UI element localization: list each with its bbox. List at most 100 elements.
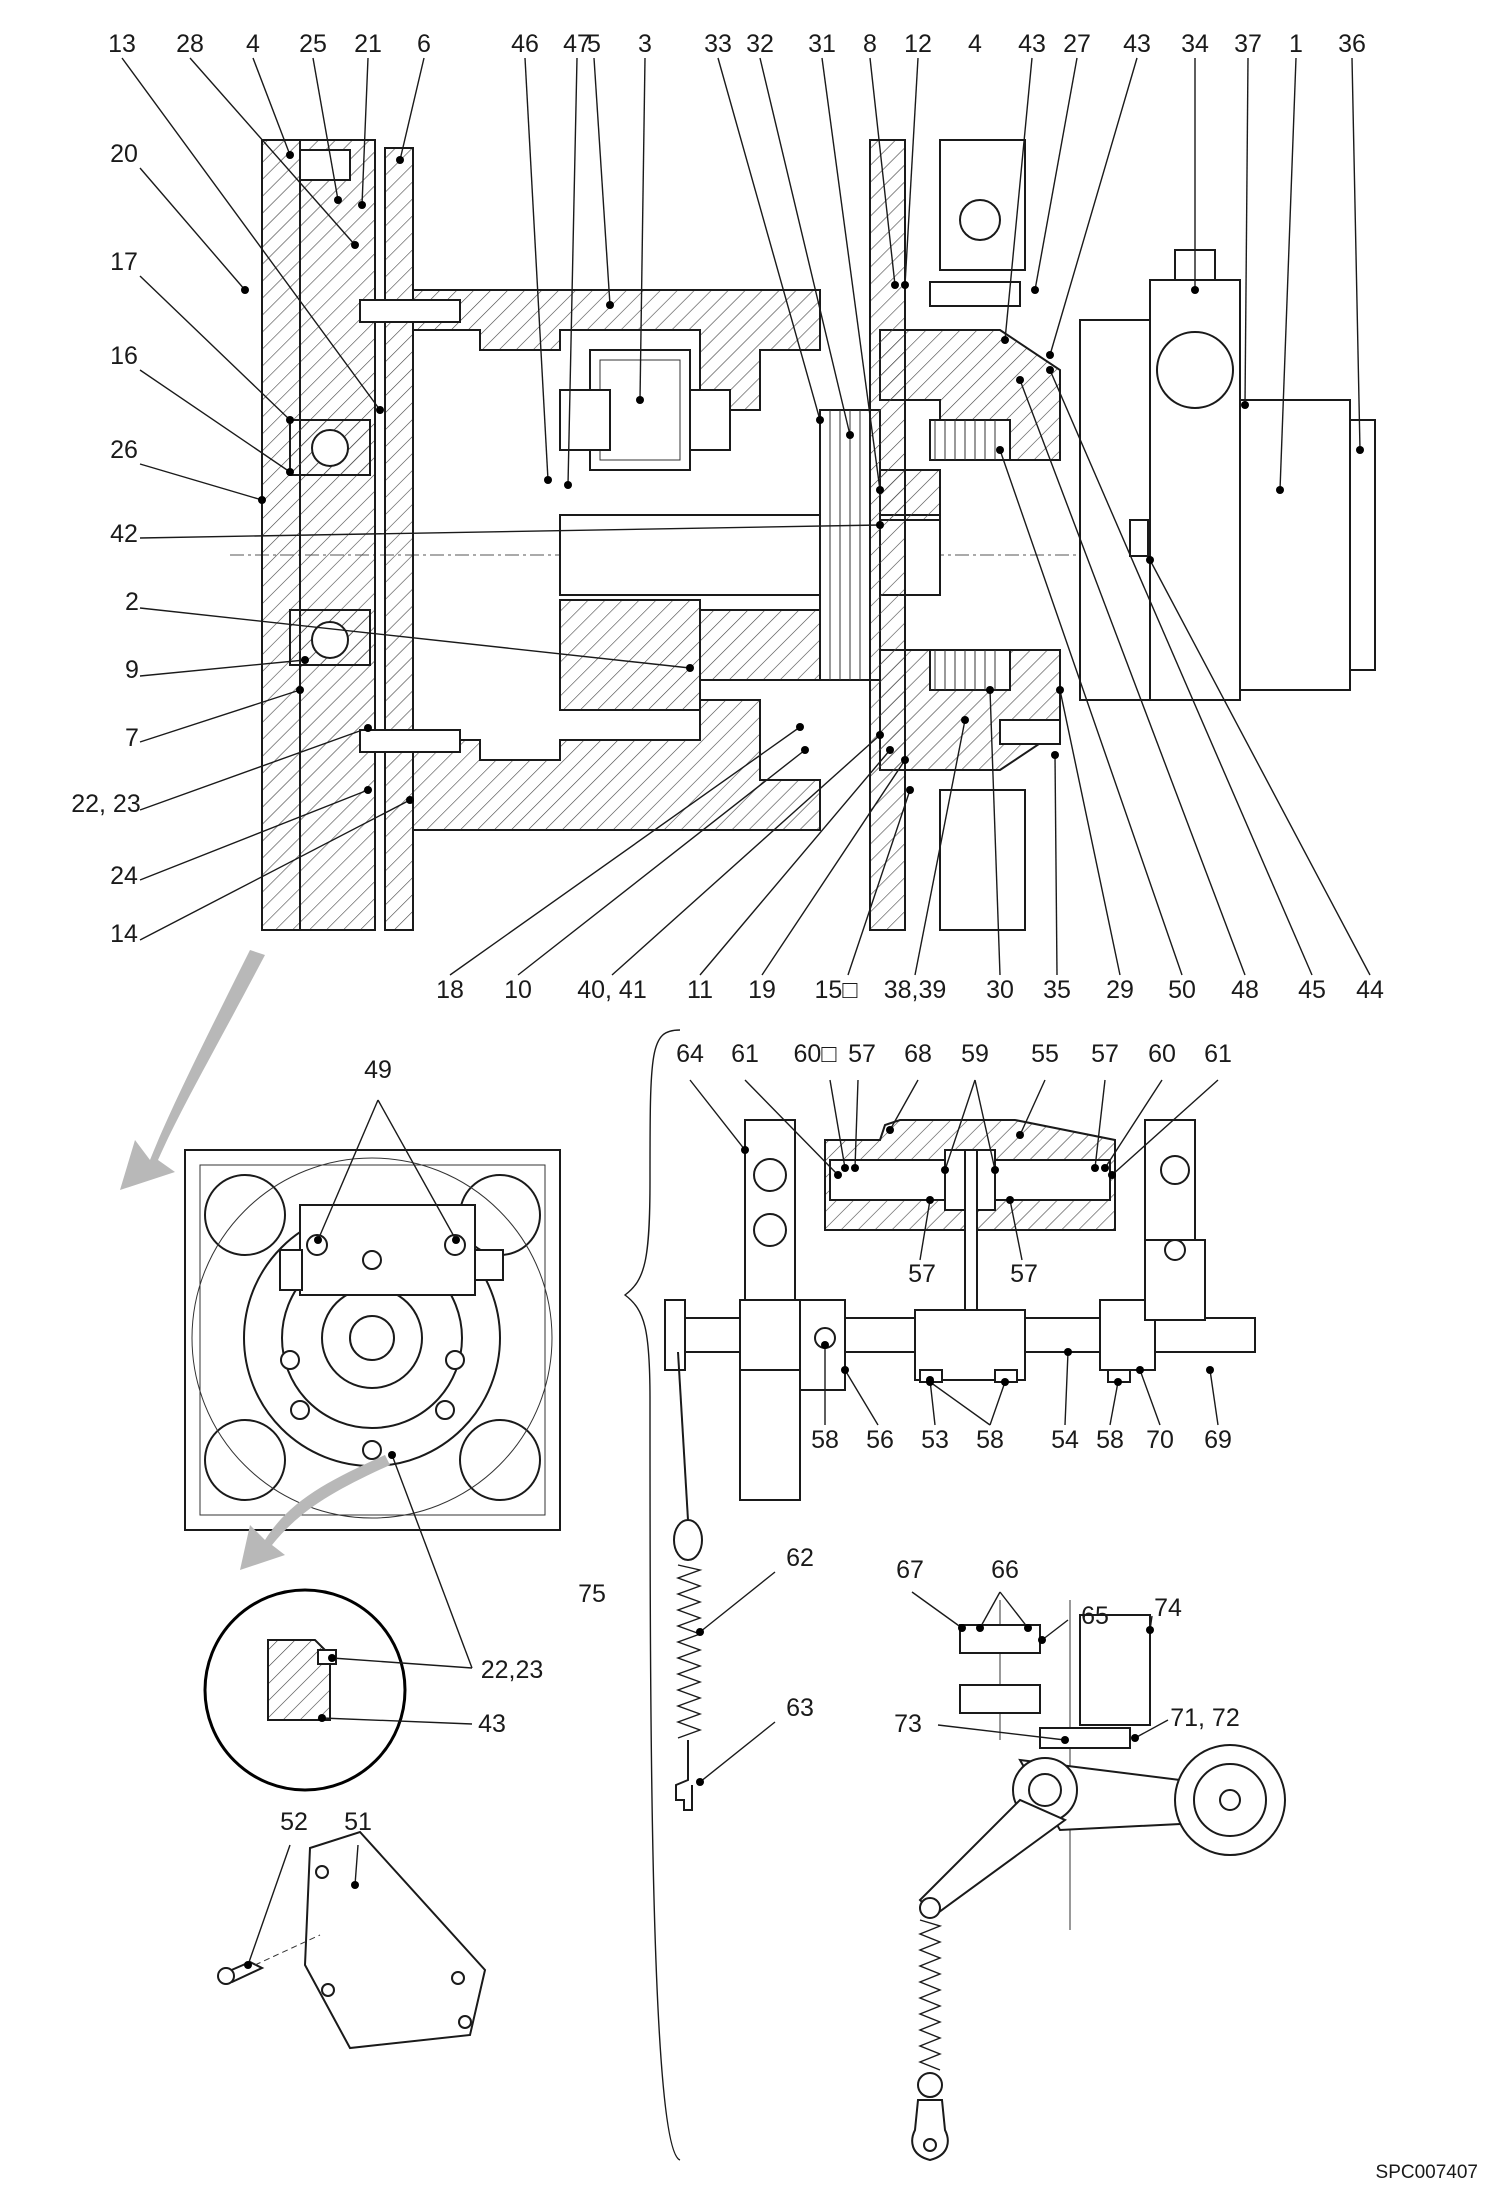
callout-label: 57 <box>848 1040 876 1068</box>
callout-label: 60□ <box>794 1040 838 1068</box>
spring-assembly <box>673 1351 703 1811</box>
callout-label: 69 <box>1204 1426 1232 1454</box>
callout-label: 13 <box>108 30 136 58</box>
callout-label: 57 <box>908 1260 936 1288</box>
callout-label: 67 <box>896 1556 924 1584</box>
callout-label: 55 <box>1031 1040 1059 1068</box>
document-code: SPC007407 <box>1376 2162 1478 2183</box>
callout-label: 44 <box>1356 976 1384 1004</box>
callout-label: 42 <box>110 520 138 548</box>
callout-label: 75 <box>578 1580 606 1608</box>
callout-label: 8 <box>863 30 877 58</box>
callout-label: 15□ <box>815 976 859 1004</box>
callout-label: 63 <box>786 1694 814 1722</box>
section-left-labels: 20 17 16 26 42 2 9 7 22, 23 24 14 <box>71 140 141 948</box>
callout-label: 40, 41 <box>577 976 647 1004</box>
front-leaders <box>314 1099 473 1725</box>
callout-label: 73 <box>894 1710 922 1738</box>
callout-label: 34 <box>1181 30 1209 58</box>
callout-label: 35 <box>1043 976 1071 1004</box>
roller-leaders <box>911 1591 1169 1744</box>
callout-label: 25 <box>299 30 327 58</box>
callout-label: 58 <box>1096 1426 1124 1454</box>
cover-leaders <box>244 1844 359 1969</box>
callout-label: 53 <box>921 1426 949 1454</box>
callout-label: 50 <box>1168 976 1196 1004</box>
callout-label: 58 <box>976 1426 1004 1454</box>
callout-label: 22, 23 <box>71 790 141 818</box>
callout-label: 4 <box>246 30 260 58</box>
spring-labels: 75 62 63 <box>578 1544 814 1722</box>
callout-label: 12 <box>904 30 932 58</box>
lever-top-labels: 64 61 60□ 57 68 59 55 57 60 61 <box>676 1040 1232 1068</box>
callout-label: 16 <box>110 342 138 370</box>
callout-label: 54 <box>1051 1426 1079 1454</box>
callout-label: 68 <box>904 1040 932 1068</box>
lever-mid-labels: 57 57 <box>908 1260 1038 1288</box>
callout-label: 26 <box>110 436 138 464</box>
callout-label: 38,39 <box>884 976 947 1004</box>
callout-label: 70 <box>1146 1426 1174 1454</box>
cover-labels: 52 51 <box>280 1808 372 1836</box>
lever-bottom-labels: 58 56 53 58 54 58 70 69 <box>811 1426 1232 1454</box>
lever-assembly <box>623 1029 1256 2161</box>
callout-label: 37 <box>1234 30 1262 58</box>
callout-label: 56 <box>866 1426 894 1454</box>
callout-label: 4 <box>968 30 982 58</box>
callout-label: 36 <box>1338 30 1366 58</box>
callout-label: 7 <box>125 724 139 752</box>
callout-label: 45 <box>1298 976 1326 1004</box>
callout-label: 31 <box>808 30 836 58</box>
callout-label: 52 <box>280 1808 308 1836</box>
spring-leaders <box>696 1571 776 1786</box>
callout-label: 58 <box>811 1426 839 1454</box>
callout-label: 43 <box>1123 30 1151 58</box>
callout-label: 33 <box>704 30 732 58</box>
callout-label: 61 <box>731 1040 759 1068</box>
section-view <box>230 139 1376 931</box>
callout-label: 47 <box>563 30 591 58</box>
callout-label: 19 <box>748 976 776 1004</box>
callout-label: 57 <box>1091 1040 1119 1068</box>
callout-label: 22,23 <box>481 1656 544 1684</box>
callout-label: 71, 72 <box>1170 1704 1240 1732</box>
callout-label: 11 <box>687 976 713 1004</box>
callout-label: 29 <box>1106 976 1134 1004</box>
section-bottom-labels: 18 10 40, 41 11 19 15□ 38,39 30 35 29 50… <box>436 976 1384 1004</box>
callout-label: 27 <box>1063 30 1091 58</box>
callout-label: 24 <box>110 862 138 890</box>
callout-label: 43 <box>1018 30 1046 58</box>
callout-label: 32 <box>746 30 774 58</box>
callout-label: 46 <box>511 30 539 58</box>
callout-label: 18 <box>436 976 464 1004</box>
callout-label: 30 <box>986 976 1014 1004</box>
callout-label: 6 <box>417 30 431 58</box>
callout-label: 59 <box>961 1040 989 1068</box>
roller-assembly <box>911 1600 1286 2162</box>
callout-label: 28 <box>176 30 204 58</box>
callout-label: 74 <box>1154 1594 1182 1622</box>
callout-label: 43 <box>478 1710 506 1738</box>
callout-label: 65 <box>1081 1602 1109 1630</box>
roller-labels: 67 66 65 74 73 71, 72 <box>894 1556 1240 1738</box>
callout-label: 51 <box>344 1808 372 1836</box>
callout-label: 64 <box>676 1040 704 1068</box>
callout-label: 10 <box>504 976 532 1004</box>
callout-label: 60 <box>1148 1040 1176 1068</box>
section-top-labels: 13 28 4 25 21 6 46 47 5 3 33 32 31 8 12 … <box>108 30 1366 58</box>
callout-label: 57 <box>1010 1260 1038 1288</box>
callout-label: 5 <box>587 30 601 58</box>
callout-label: 20 <box>110 140 138 168</box>
callout-label: 1 <box>1289 30 1303 58</box>
front-labels: 49 22,23 43 <box>364 1056 543 1738</box>
callout-label: 62 <box>786 1544 814 1572</box>
cover-plate <box>217 1830 487 2050</box>
callout-label: 61 <box>1204 1040 1232 1068</box>
callout-label: 66 <box>991 1556 1019 1584</box>
callout-label: 3 <box>638 30 652 58</box>
front-view <box>120 950 561 1792</box>
lever-leaders <box>689 1079 1219 1426</box>
callout-label: 21 <box>354 30 382 58</box>
callout-label: 17 <box>110 248 138 276</box>
